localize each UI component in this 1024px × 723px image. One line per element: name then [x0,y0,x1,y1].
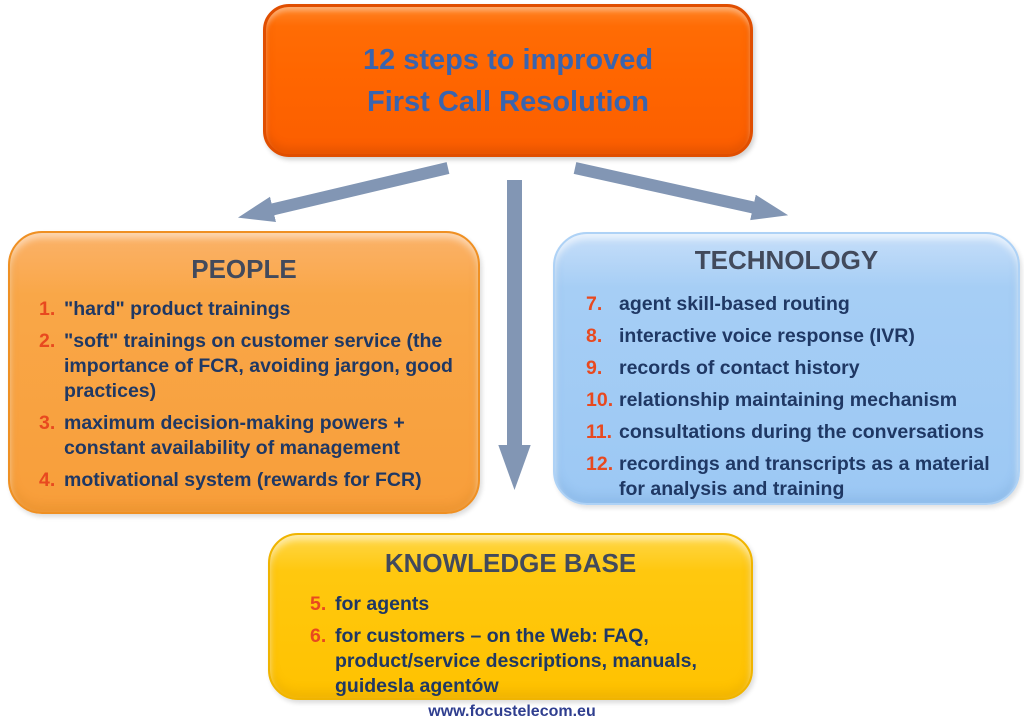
item-text: maximum decision-making powers + constan… [64,412,405,459]
list-item: 9. records of contact history [586,356,1018,381]
item-number: 11. [586,421,613,443]
list-item: 1. "hard" product trainings [39,297,478,322]
knowledge-base-items: 5. for agents 6. for customers – on the … [310,592,751,699]
technology-box-title: TECHNOLOGY [694,245,879,275]
people-box: PEOPLE 1. "hard" product trainings 2. "s… [8,231,480,514]
item-text: interactive voice response (IVR) [619,325,915,347]
list-item: 4. motivational system (rewards for FCR) [39,468,478,493]
list-item: 11. consultations during the conversatio… [586,420,1018,445]
footer: www.focustelecom.eu [0,703,1024,721]
item-number: 5. [310,593,327,615]
item-number: 9. [586,357,603,379]
people-box-title: PEOPLE [191,254,297,284]
item-number: 12. [586,453,614,475]
item-number: 1. [39,298,56,320]
list-item: 10. relationship maintaining mechanism [586,388,1018,413]
item-text: agent skill-based routing [619,293,850,315]
item-text: consultations during the conversations [619,421,985,443]
list-item: 12. recordings and transcripts as a mate… [586,452,1018,502]
arrow-to-people [237,162,450,222]
list-item: 8. interactive voice response (IVR) [586,324,1018,349]
item-text: "soft" trainings on customer service (th… [64,330,453,402]
item-text: records of contact history [619,357,860,379]
item-number: 2. [39,330,56,352]
list-item: 7. agent skill-based routing [586,292,1018,317]
item-number: 6. [310,625,327,647]
technology-box: TECHNOLOGY 7. agent skill-based routing … [553,232,1020,505]
item-number: 4. [39,469,56,491]
item-text: relationship maintaining mechanism [619,389,958,411]
footer-link[interactable]: www.focustelecom.eu [428,703,596,720]
item-text: motivational system (rewards for FCR) [64,469,422,491]
title-line-2: First Call Resolution [367,85,649,118]
item-text: for customers – on the Web: FAQ, product… [335,625,697,697]
list-item: 2. "soft" trainings on customer service … [39,329,478,404]
title-box: 12 steps to improved First Call Resoluti… [263,4,753,157]
knowledge-base-box-title: KNOWLEDGE BASE [384,548,637,578]
arrow-to-technology [573,162,789,221]
item-text: recordings and transcripts as a material… [619,453,990,500]
item-number: 7. [586,293,603,315]
list-item: 6. for customers – on the Web: FAQ, prod… [310,624,751,699]
item-text: "hard" product trainings [64,298,291,320]
list-item: 5. for agents [310,592,751,617]
people-items: 1. "hard" product trainings 2. "soft" tr… [39,297,478,493]
title-line-1: 12 steps to improved [362,43,654,76]
knowledge-base-box: KNOWLEDGE BASE 5. for agents 6. for cust… [268,533,753,700]
item-text: for agents [335,593,430,615]
item-number: 8. [586,325,603,347]
item-number: 10. [586,389,614,411]
technology-items: 7. agent skill-based routing 8. interact… [586,292,1018,502]
item-number: 3. [39,412,56,434]
list-item: 3. maximum decision-making powers + cons… [39,411,478,461]
